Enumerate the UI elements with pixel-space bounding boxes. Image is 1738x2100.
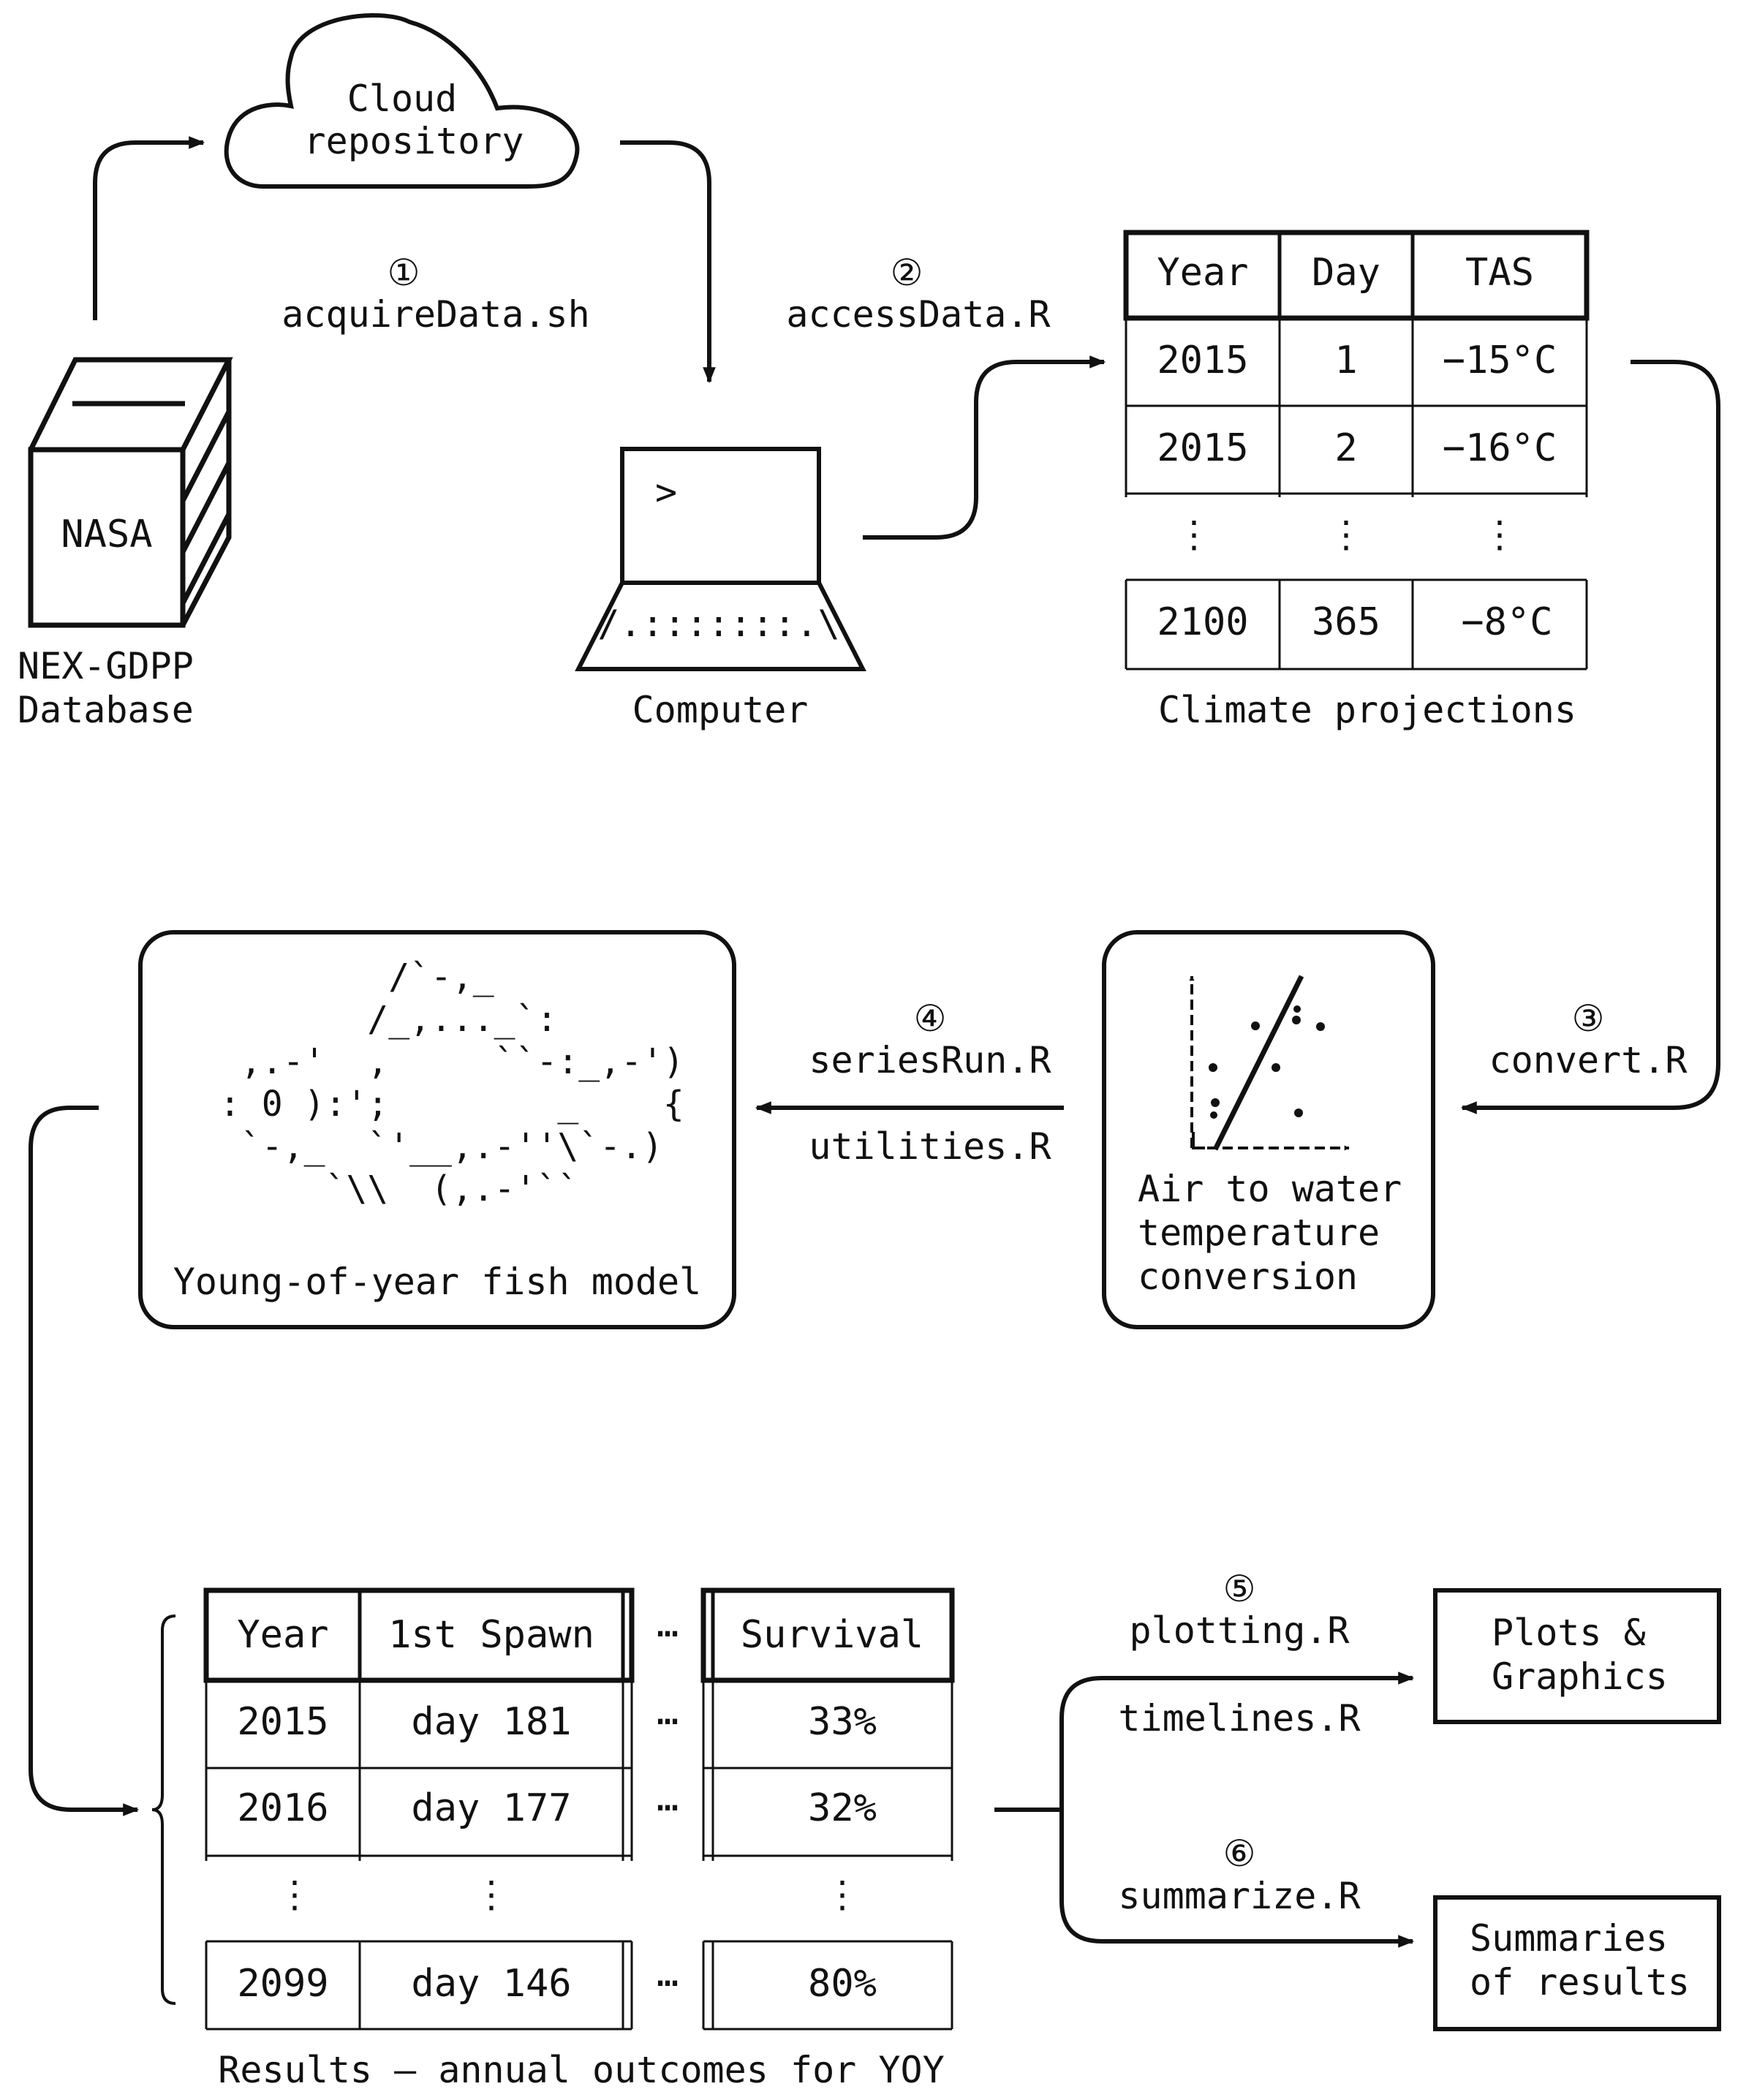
nasa-database: NASA NEX-GDPP Database	[18, 357, 233, 731]
results-cell: 2099	[237, 1962, 328, 2006]
results-header-spawn: 1st Spawn	[388, 1613, 594, 1657]
results-cell-ellipsis: ⋮	[473, 1873, 510, 1916]
step5-script-1: plotting.R	[1129, 1609, 1350, 1652]
conversion-box: Air to water temperature conversion	[1102, 930, 1435, 1329]
conversion-label-line3: conversion	[1138, 1255, 1358, 1298]
step2-number: ②	[891, 252, 923, 294]
database-box-label: NASA	[61, 513, 152, 556]
plots-graphics-box: Plots & Graphics	[1433, 1588, 1721, 1724]
results-header-year: Year	[237, 1613, 328, 1657]
summaries-box: Summaries of results	[1433, 1895, 1721, 2031]
conversion-label-line1: Air to water	[1138, 1168, 1402, 1210]
step1-number: ①	[388, 252, 420, 294]
plots-label-line2: Graphics	[1492, 1655, 1668, 1698]
climate-caption: Climate projections	[1158, 689, 1576, 731]
summaries-label-line1: Summaries	[1470, 1917, 1668, 1960]
results-cell: 32%	[808, 1786, 877, 1830]
results-cell: 2015	[237, 1700, 328, 1744]
arrow-cloud-to-computer	[620, 140, 716, 384]
climate-cell: −8°C	[1461, 600, 1552, 644]
step4-number: ④	[914, 997, 947, 1040]
results-cell: 33%	[808, 1700, 877, 1744]
results-cell-ellipsis: ⋮	[276, 1873, 313, 1916]
step4-script-2: utilities.R	[809, 1125, 1051, 1168]
step5-script-2: timelines.R	[1118, 1697, 1361, 1740]
climate-cell: 365	[1312, 600, 1380, 644]
fish-ascii-line: /`-,_	[219, 956, 494, 997]
cloud-label-line1: Cloud	[347, 78, 458, 120]
laptop-keyboard: /.:::::::.\	[597, 603, 839, 645]
step2-script: accessData.R	[786, 293, 1051, 336]
table-brace-icon	[151, 1614, 176, 2005]
database-caption-line2: Database	[18, 689, 194, 731]
arrow-table-to-conversion	[1460, 360, 1720, 1114]
database-caption-line1: NEX-GDPP	[18, 645, 194, 687]
step3-script: convert.R	[1489, 1039, 1688, 1081]
climate-cell: 2015	[1157, 339, 1248, 382]
climate-cell: 2015	[1157, 426, 1248, 470]
fish-model-box: /`-,_ /_,..._`: ,.-' , ``-:_,-') : 0 ):'…	[138, 930, 736, 1329]
results-cell: day 146	[411, 1962, 571, 2006]
summaries-label-line2: of results	[1470, 1961, 1690, 2003]
step3-number: ③	[1572, 997, 1605, 1040]
climate-cell: 1	[1334, 339, 1357, 382]
fish-model-label: Young-of-year fish model	[173, 1261, 701, 1303]
results-header-ellipsis: ⋯	[657, 1612, 679, 1654]
results-cell: 80%	[808, 1962, 877, 2006]
fish-ascii-line: /_,..._`:	[219, 999, 557, 1040]
climate-header-year: Year	[1157, 251, 1248, 295]
results-caption: Results – annual outcomes for YOY	[218, 2049, 944, 2091]
fish-ascii-icon: /`-,_ /_,..._`: ,.-' , ``-:_,-') : 0 ):'…	[219, 956, 684, 1209]
results-cell: ⋯	[657, 1961, 679, 2003]
computer-caption: Computer	[632, 689, 809, 731]
step1-script: acquireData.sh	[282, 293, 589, 336]
climate-header-day: Day	[1312, 251, 1380, 295]
plots-label-line1: Plots &	[1492, 1612, 1646, 1654]
step4-script-1: seriesRun.R	[809, 1039, 1051, 1081]
results-cell: ⋯	[657, 1786, 679, 1828]
database-box-icon	[28, 357, 233, 628]
results-cell: day 177	[411, 1786, 571, 1830]
climate-projections-table: Year Day TAS 2015 1 −15°C 2015 2 −16°C ⋮…	[1123, 230, 1590, 731]
terminal-prompt: >	[655, 471, 677, 513]
cloud-icon	[224, 13, 580, 189]
fish-ascii-line: `\\ (,.-'``	[219, 1168, 578, 1209]
climate-cell: 2	[1334, 426, 1357, 470]
arrow-results-to-outputs	[994, 1672, 1415, 1948]
fish-ascii-line: : 0 ):'; _ {	[219, 1084, 684, 1125]
scatter-plot-icon	[1189, 975, 1350, 1151]
arrow-database-to-cloud	[93, 136, 205, 320]
climate-cell: −15°C	[1443, 339, 1557, 382]
arrow-fish-to-results	[29, 1106, 140, 1816]
step5-number: ⑤	[1223, 1568, 1256, 1610]
climate-cell: 2100	[1157, 600, 1248, 644]
climate-cell-ellipsis: ⋮	[1481, 513, 1518, 556]
results-cell: 2016	[237, 1786, 328, 1830]
results-cell: day 181	[411, 1700, 571, 1744]
step6-script: summarize.R	[1118, 1875, 1361, 1917]
results-cell-ellipsis: ⋮	[824, 1873, 861, 1916]
results-header-survival: Survival	[741, 1613, 923, 1657]
cloud-repository: Cloud repository	[224, 13, 580, 189]
climate-cell-ellipsis: ⋮	[1176, 513, 1212, 556]
climate-cell: −16°C	[1443, 426, 1557, 470]
step6-number: ⑥	[1223, 1832, 1256, 1875]
fish-ascii-line: `-,_ `'__,.-''\`-.)	[219, 1126, 663, 1167]
climate-header-tas: TAS	[1465, 251, 1534, 295]
results-table: Year 1st Spawn ⋯ Survival 2015 day 181 ⋯…	[151, 1587, 955, 2091]
cloud-label-line2: repository	[303, 120, 524, 162]
fish-ascii-line: ,.-' , ``-:_,-')	[219, 1041, 684, 1082]
computer: > /.:::::::.\ Computer	[575, 447, 866, 731]
conversion-label-line2: temperature	[1138, 1212, 1380, 1254]
climate-cell-ellipsis: ⋮	[1328, 513, 1364, 556]
laptop-icon	[575, 447, 866, 671]
arrow-computer-to-table	[863, 355, 1106, 540]
results-cell: ⋯	[657, 1699, 679, 1742]
